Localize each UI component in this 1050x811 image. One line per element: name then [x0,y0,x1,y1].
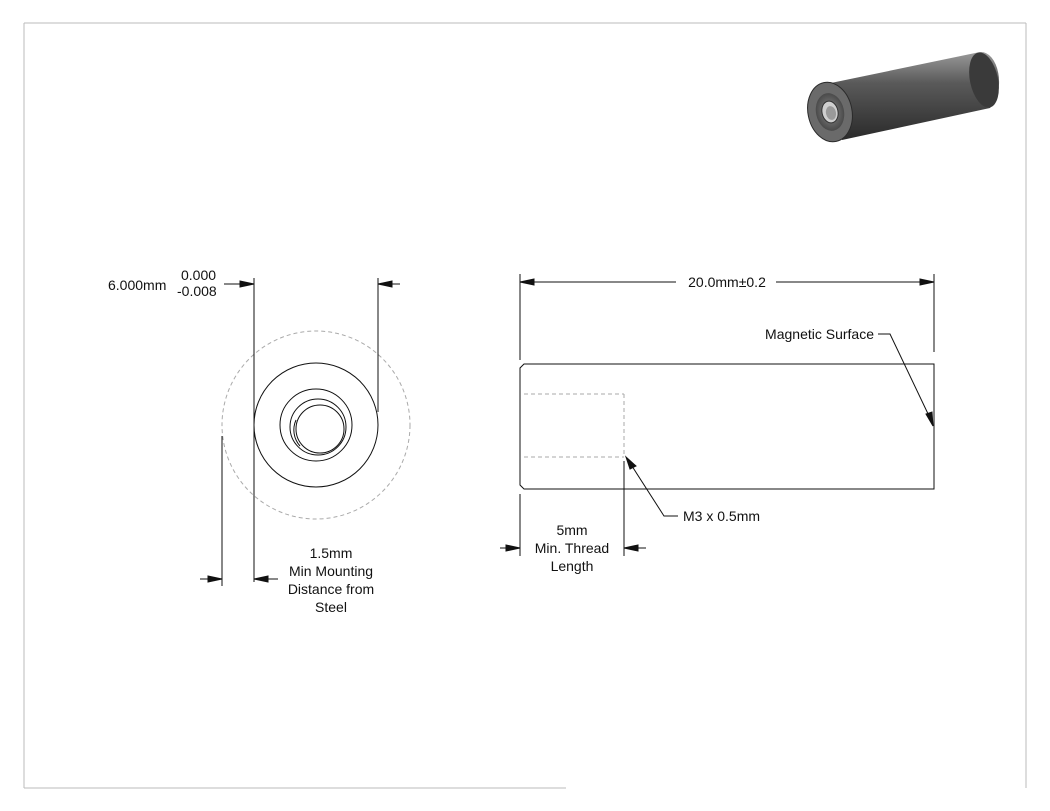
sheet-border [23,22,1027,789]
thread-depth-label: 5mm Min. Thread Length [535,522,609,574]
isometric-part-render [807,51,1000,143]
mounting-distance-dimension [200,436,278,586]
length-dimension [519,274,935,360]
mounting-clearance-circle [221,330,411,520]
magnetic-surface-label: Magnetic Surface [765,326,874,342]
thread-spec-label: M3 x 0.5mm [683,508,760,524]
diameter-nominal-label: 6.000mm [108,277,166,293]
mounting-distance-line4: Steel [315,599,347,615]
thread-depth-line2: Min. Thread [535,540,609,556]
thread-spec-leader [624,455,678,517]
thread-minor-circle [295,404,345,454]
bore-chamfer-circle [279,388,353,462]
thread-hidden-lines [524,393,625,458]
end-view [221,330,411,520]
mounting-distance-label: 1.5mm Min Mounting Distance from Steel [288,545,374,615]
side-view [519,363,935,490]
thread-major-circle [289,398,347,456]
diameter-tolerance-lower: -0.008 [177,283,217,299]
thread-depth-dimension [500,461,646,556]
side-view-outline [519,363,935,490]
thread-depth-line3: Length [551,558,594,574]
mounting-distance-line3: Distance from [288,581,374,597]
length-label: 20.0mm±0.2 [688,274,766,290]
mounting-distance-line2: Min Mounting [289,563,373,579]
magnetic-surface-leader [878,333,934,427]
mounting-distance-value: 1.5mm [310,545,353,561]
thread-depth-value: 5mm [556,522,587,538]
diameter-tolerance-upper: 0.000 [181,267,216,283]
outer-diameter-circle [253,362,379,488]
diameter-dimension [224,278,400,582]
